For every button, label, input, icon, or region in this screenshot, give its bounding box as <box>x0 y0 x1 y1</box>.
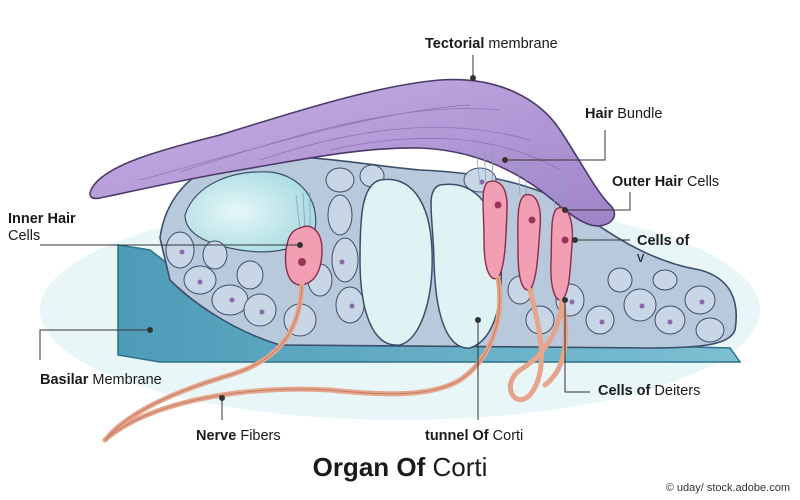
cell-nuclei <box>179 179 705 325</box>
label-hair-bundle: Hair Bundle <box>585 106 662 123</box>
label-deiters-rest: Deiters <box>650 383 701 399</box>
tectorial-membrane <box>89 78 616 227</box>
diagram-title: Organ Of Corti <box>0 452 800 483</box>
label-outer-hair-rest: Cells <box>682 174 720 190</box>
label-outer-hair-bold: Outer Hair <box>612 174 683 190</box>
label-cells-of-deiters: Cells of Deiters <box>598 383 700 400</box>
label-hair-bundle-rest: Bundle <box>613 106 663 122</box>
hair-bundles <box>295 147 563 231</box>
label-deiters-bold: Cells of <box>598 383 651 399</box>
label-cells-of-v: Cells of v <box>637 233 689 267</box>
label-tectorial-membrane: Tectorial membrane <box>425 36 558 53</box>
label-tectorial-bold: Tectorial <box>425 36 485 52</box>
outer-hair-cell-nuclei <box>494 201 569 244</box>
tunnel-of-corti-left <box>359 178 433 346</box>
label-basilar-bold: Basilar <box>40 372 89 388</box>
image-credit: © uday/ stock.adobe.com <box>665 482 790 494</box>
label-nerve-rest: Fibers <box>236 428 281 444</box>
tectorial-membrane-striations <box>139 104 561 181</box>
label-basilar-rest: Membrane <box>88 372 162 388</box>
leader-lines <box>39 55 631 420</box>
label-tectorial-rest: membrane <box>484 36 558 52</box>
nerve-fibers-outline <box>104 277 501 441</box>
diagram-title-bold: Organ Of <box>312 452 426 482</box>
label-outer-hair-cells: Outer Hair Cells <box>612 174 719 191</box>
label-nerve-fibers: Nerve Fibers <box>196 428 281 445</box>
outer-hair-cells <box>482 180 574 301</box>
label-tunnel-bold: tunnel Of <box>425 428 489 444</box>
label-inner-hair-cells: Inner Hair Cells <box>8 211 76 245</box>
label-tunnel-rest: Corti <box>488 428 524 444</box>
label-inner-hair-bold: Inner Hair <box>8 211 76 227</box>
label-basilar-membrane: Basilar Membrane <box>40 372 162 389</box>
label-cells-of-v-rest: v <box>637 250 645 266</box>
label-hair-bundle-bold: Hair <box>585 106 614 122</box>
label-cells-of-v-bold: Cells of <box>637 233 690 249</box>
label-nerve-bold: Nerve <box>196 428 237 444</box>
diagram-title-rest: Corti <box>425 452 488 482</box>
label-tunnel-of-corti: tunnel Of Corti <box>425 428 523 445</box>
label-inner-hair-rest: Cells <box>8 228 41 244</box>
